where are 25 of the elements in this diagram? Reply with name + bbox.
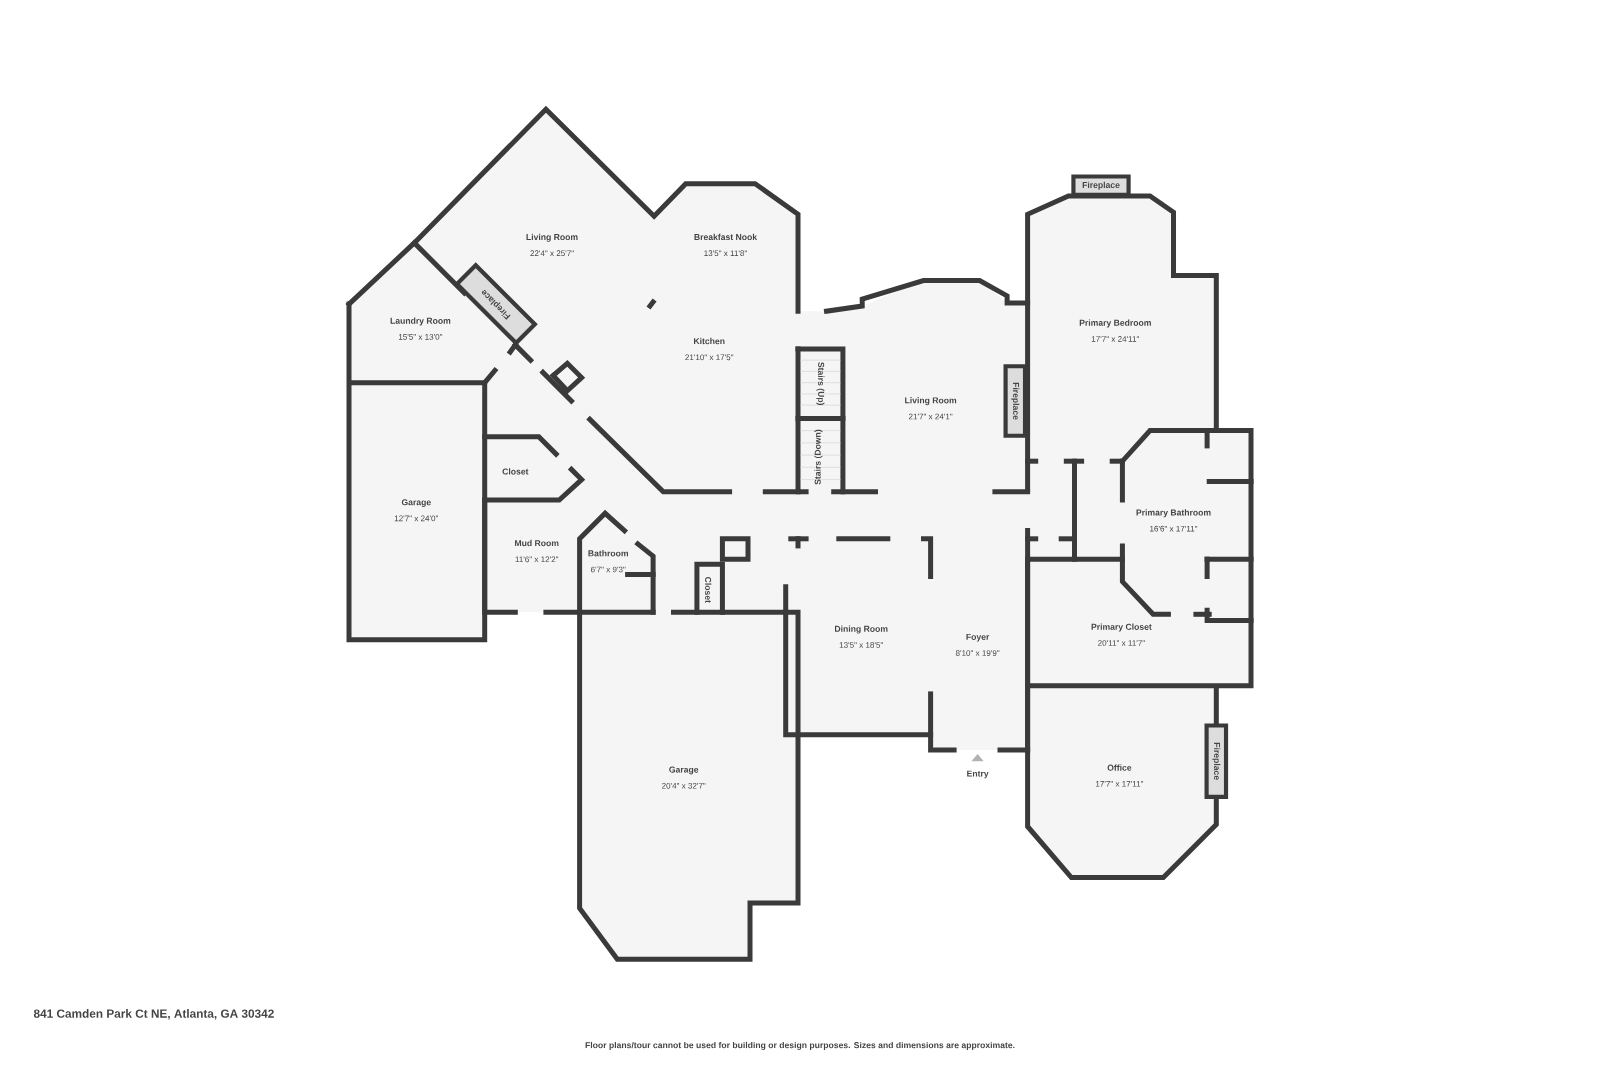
room-label: Closet	[502, 468, 529, 475]
disclaimer-text: Floor plans/tour cannot be used for building or design purposes. Sizes and dimensions are approximate.	[585, 1041, 1015, 1050]
room-label: Kitchen 21'10" x 17'5"	[685, 337, 734, 361]
room-label: Bathroom 6'7" x 9'3"	[588, 550, 628, 573]
fireplace-box: Fireplace	[1071, 174, 1131, 197]
room-label: Mud Room 11'6" x 12'2"	[515, 539, 559, 563]
room-label: Primary Bedroom 17'7" x 24'11"	[1079, 319, 1151, 342]
room-label: Living Room 22'4" x 25'7"	[526, 233, 578, 257]
room-label: Closet	[705, 577, 712, 603]
address-text: 841 Camden Park Ct NE, Atlanta, GA 30342	[33, 1009, 274, 1020]
room-label: Foyer 8'10" x 19'9"	[955, 633, 1000, 656]
entry-label: Entry	[967, 770, 989, 779]
fireplace-box: Fireplace	[1003, 364, 1028, 438]
room-label: Dining Room 13'5" x 18'5"	[835, 625, 888, 648]
room-label: Breakfast Nook 13'5" x 11'8"	[694, 233, 758, 257]
room-label: Laundry Room 15'5" x 13'0"	[390, 317, 451, 340]
room-label: Living Room 21'7" x 24'1"	[905, 397, 957, 420]
room-label: Garage 12'7" x 24'0"	[394, 499, 439, 522]
room-label: Primary Bathroom 16'6" x 17'11"	[1136, 509, 1211, 532]
room-label: Office 17'7" x 17'11"	[1096, 764, 1144, 787]
room-label: Primary Closet 20'11" x 11'7"	[1091, 623, 1152, 646]
fireplace-box: Fireplace	[1204, 723, 1229, 799]
room-label: Stairs (Down)	[814, 429, 823, 485]
room-label: Stairs (Up)	[816, 362, 825, 406]
room-label: Garage 20'4" x 32'7"	[662, 766, 706, 789]
